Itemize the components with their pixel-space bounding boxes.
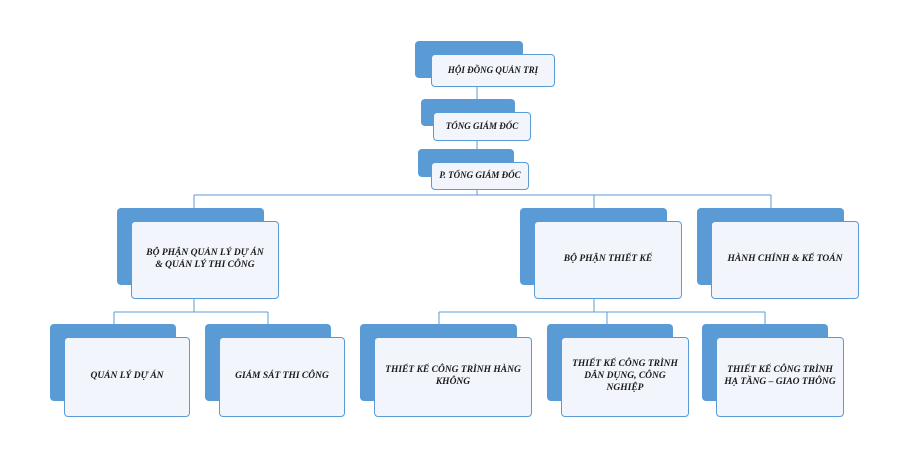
node-design-dept-box: BỘ PHẬN THIẾT KẾ: [534, 221, 682, 299]
node-deputy-label: P. TỔNG GIÁM ĐỐC: [439, 170, 521, 181]
node-infra-design-box: THIẾT KẾ CÔNG TRÌNH HẠ TẦNG – GIAO THÔNG: [716, 337, 844, 417]
node-supervision-box: GIÁM SÁT THI CÔNG: [219, 337, 345, 417]
node-pm-dept-label-line1: BỘ PHẬN QUẢN LÝ DỰ ÁN: [146, 248, 264, 259]
node-pm-dept-label-line2: & QUẢN LÝ THI CÔNG: [155, 260, 255, 270]
node-infra-design-label-line1: THIẾT KẾ CÔNG TRÌNH: [727, 365, 833, 376]
node-admin-dept-label: HÀNH CHÍNH & KẾ TOÁN: [727, 254, 843, 265]
node-design-dept-label: BỘ PHẬN THIẾT KẾ: [563, 254, 653, 265]
node-project-mgmt-label: QUẢN LÝ DỰ ÁN: [90, 371, 164, 382]
node-admin-dept-box: HÀNH CHÍNH & KẾ TOÁN: [711, 221, 859, 299]
node-project-mgmt-box: QUẢN LÝ DỰ ÁN: [64, 337, 190, 417]
node-civil-design-label-line1: THIẾT KẾ CÔNG TRÌNH: [572, 359, 678, 370]
node-ceo-box: TỔNG GIÁM ĐỐC: [433, 112, 531, 141]
node-board-box: HỘI ĐỒNG QUẢN TRỊ: [431, 54, 555, 87]
node-civil-design-box: THIẾT KẾ CÔNG TRÌNH DÂN DỤNG, CÔNG NGHIỆ…: [561, 337, 689, 417]
node-aviation-design-label-line1: THIẾT KẾ CÔNG TRÌNH HÀNG: [385, 365, 521, 376]
node-pm-dept-box: BỘ PHẬN QUẢN LÝ DỰ ÁN & QUẢN LÝ THI CÔNG: [131, 221, 279, 299]
node-deputy-box: P. TỔNG GIÁM ĐỐC: [431, 162, 529, 190]
node-ceo-label: TỔNG GIÁM ĐỐC: [445, 120, 519, 131]
node-aviation-design-box: THIẾT KẾ CÔNG TRÌNH HÀNG KHÔNG: [374, 337, 532, 417]
node-infra-design-label-line2: HẠ TẦNG – GIAO THÔNG: [724, 377, 836, 387]
node-board-label: HỘI ĐỒNG QUẢN TRỊ: [447, 64, 539, 75]
node-supervision-label: GIÁM SÁT THI CÔNG: [235, 371, 329, 382]
node-aviation-design-label-line2: KHÔNG: [435, 377, 471, 387]
node-civil-design-label-line2: DÂN DỤNG, CÔNG NGHIỆP: [584, 371, 666, 393]
